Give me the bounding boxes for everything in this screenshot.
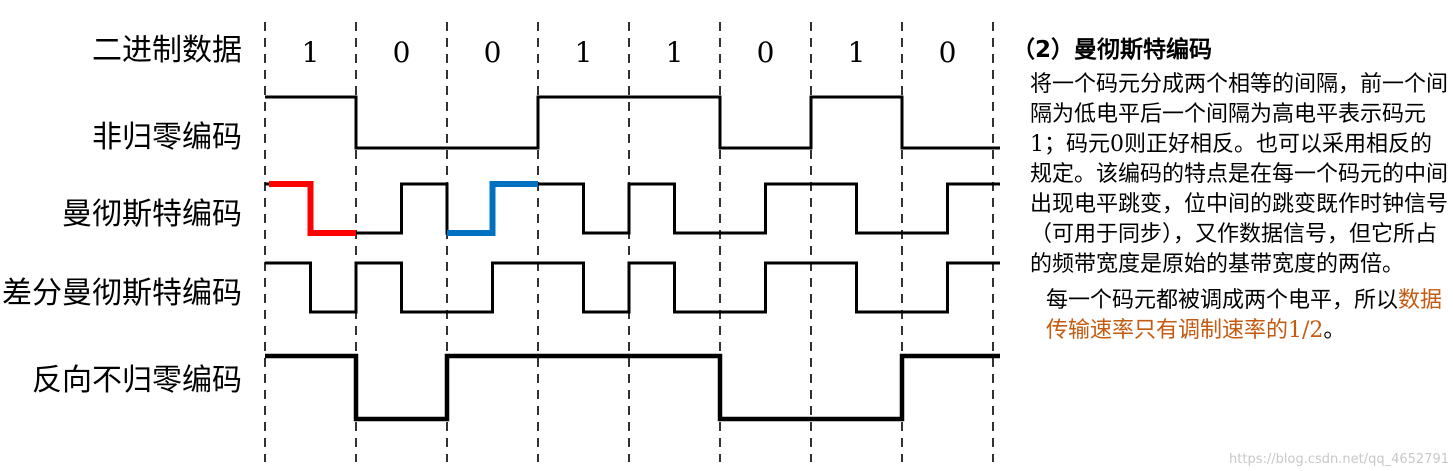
bit-label: 1 xyxy=(666,36,684,69)
row-label: 非归零编码 xyxy=(92,120,242,155)
row-label: 反向不归零编码 xyxy=(32,363,242,398)
waveform-line xyxy=(265,353,1000,422)
row-label: 曼彻斯特编码 xyxy=(62,197,242,232)
note-suffix: 。 xyxy=(1323,318,1346,343)
waveforms xyxy=(265,95,1000,422)
bit-label: 1 xyxy=(575,36,593,69)
row-label: 二进制数据 xyxy=(92,33,242,68)
waveform-line xyxy=(265,261,1000,314)
note-highlight: 数据传输速率只有调制速率的1/2 xyxy=(1046,288,1443,343)
bit-label: 0 xyxy=(393,36,411,69)
note-text: 每一个码元都被调成两个电平，所以数据传输速率只有调制速率的1/2。 xyxy=(1046,286,1446,346)
bit-label: 0 xyxy=(757,36,775,69)
red-highlight-segment xyxy=(269,181,356,236)
description-text: 将一个码元分成两个相等的间隔，前一个间隔为低电平后一个间隔为高电平表示码元1；码… xyxy=(1030,72,1449,277)
bit-label: 1 xyxy=(302,36,320,69)
bit-labels: 1 0 0 1 1 0 1 0 xyxy=(302,36,957,69)
section-title: （2）曼彻斯特编码 xyxy=(1012,37,1213,63)
row-label: 差分曼彻斯特编码 xyxy=(2,276,242,311)
blue-highlight-segment xyxy=(447,181,538,236)
bit-label: 1 xyxy=(848,36,866,69)
bit-label: 0 xyxy=(939,36,957,69)
manchester-explanation: （2）曼彻斯特编码 将一个码元分成两个相等的间隔，前一个间隔为低电平后一个间隔为… xyxy=(1012,30,1450,346)
waveform-line xyxy=(265,182,1000,235)
bit-label: 0 xyxy=(484,36,502,69)
note-prefix: 每一个码元都被调成两个电平，所以 xyxy=(1046,288,1399,313)
bit-boundary-lines xyxy=(264,22,994,462)
watermark: https://blog.csdn.net/qq_4652791 xyxy=(1229,452,1449,467)
waveform-line xyxy=(265,95,1000,150)
